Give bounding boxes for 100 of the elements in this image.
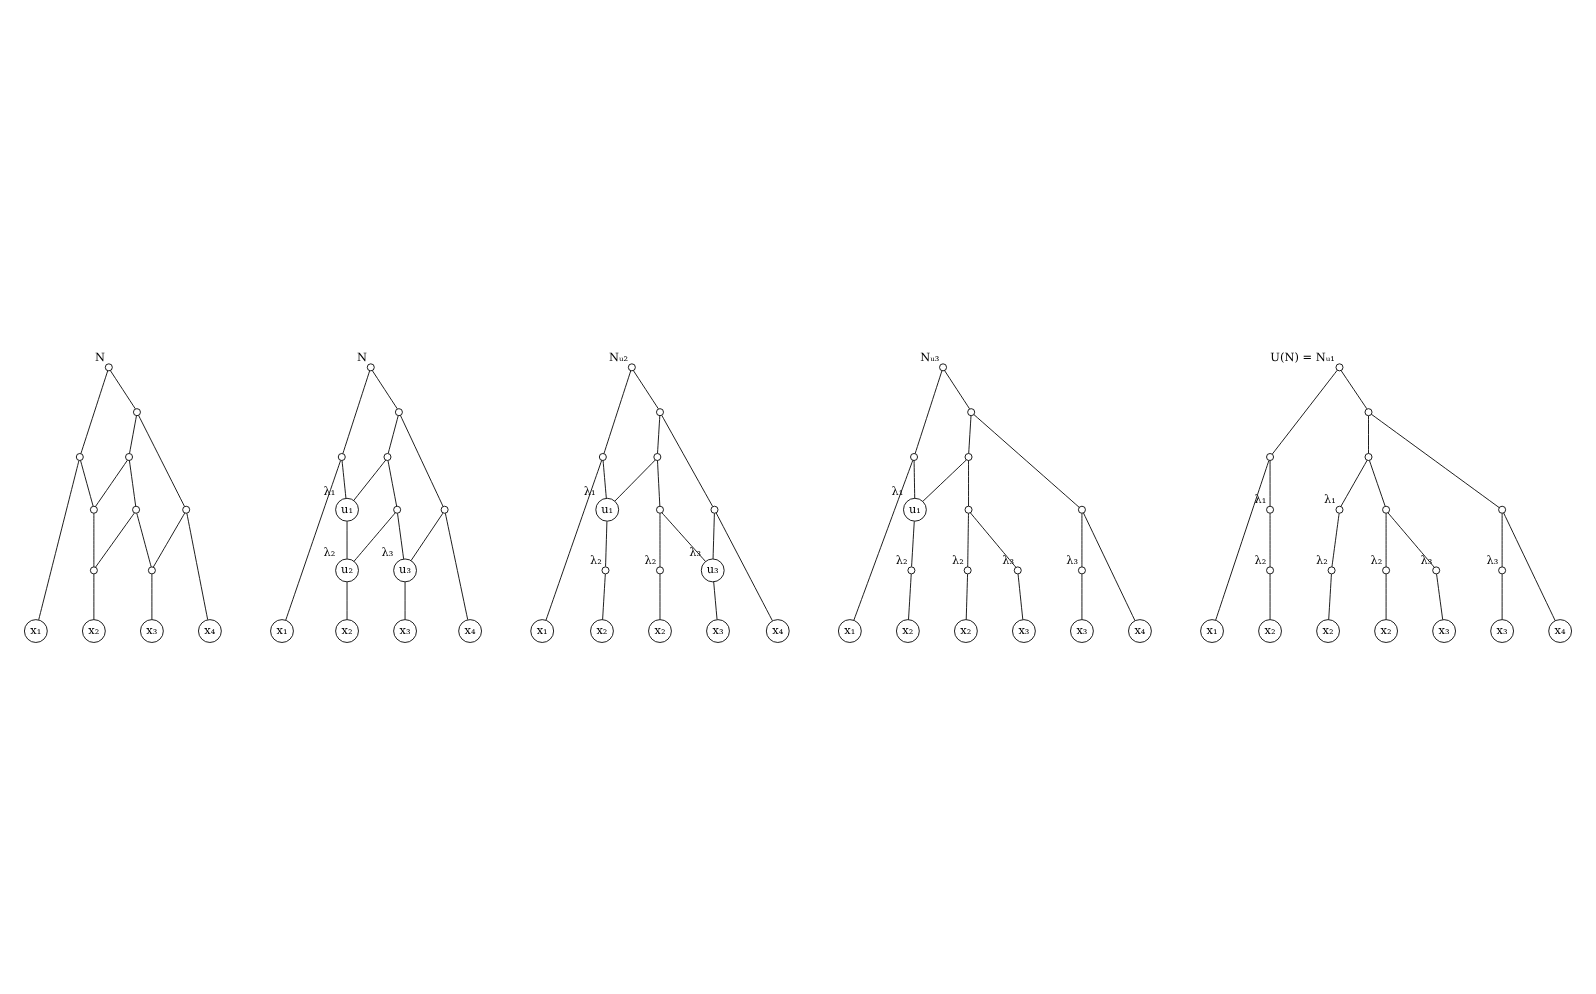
connector: [346, 581, 348, 620]
node-circle: [366, 363, 375, 372]
node-circle: [1078, 566, 1086, 575]
connector: [661, 414, 714, 507]
connector: [1501, 573, 1503, 620]
connector: [1083, 512, 1136, 622]
connector: [1328, 573, 1332, 620]
connector: [342, 370, 371, 455]
node-circle: [1382, 566, 1391, 575]
connector: [1385, 573, 1387, 620]
node-circle: [89, 566, 98, 575]
node-circle: [393, 505, 402, 514]
node-circle: [656, 408, 664, 417]
connector: [95, 459, 128, 507]
connector: [908, 573, 912, 620]
node-circle: [1498, 505, 1507, 514]
node-circle: [939, 363, 947, 372]
node-circle: [394, 408, 403, 417]
connector: [1369, 460, 1386, 507]
connector: [136, 513, 152, 568]
node-circle: [1266, 505, 1274, 514]
node-circle: [1364, 408, 1373, 417]
connector: [80, 370, 109, 455]
connector: [404, 581, 406, 620]
connector: [1269, 460, 1271, 507]
connector: [1331, 513, 1340, 568]
connector: [341, 460, 347, 499]
connector: [657, 460, 661, 507]
connector: [602, 573, 606, 620]
connector: [1272, 369, 1338, 455]
connector: [1269, 573, 1271, 620]
connector: [400, 414, 444, 507]
connector: [968, 415, 972, 454]
connector: [712, 513, 715, 560]
node-circle: [133, 408, 141, 417]
connector: [38, 460, 80, 621]
connector: [1081, 513, 1083, 568]
node-circle: [964, 505, 973, 514]
connector: [713, 581, 718, 620]
connector: [1269, 513, 1271, 568]
node-circle: [147, 566, 156, 575]
node-circle: [1078, 505, 1086, 514]
connector: [410, 512, 444, 561]
node-circle: [75, 453, 84, 461]
node-circle: [1382, 505, 1391, 514]
node-circle: [182, 505, 191, 514]
node-circle: [337, 453, 346, 461]
node-circle: [1364, 453, 1373, 461]
connector: [968, 460, 969, 507]
connector: [95, 512, 135, 568]
node-circle: [1013, 566, 1022, 575]
connector: [1503, 512, 1556, 622]
connector: [715, 512, 773, 622]
node-circle: [440, 505, 449, 514]
connector: [969, 512, 1017, 568]
connector: [93, 513, 95, 568]
connector: [1387, 512, 1435, 568]
connector: [387, 460, 398, 507]
node-circle: [1335, 363, 1344, 372]
node-circle: [598, 453, 607, 461]
connector: [151, 573, 153, 620]
node-circle: [967, 408, 976, 417]
connector: [967, 513, 969, 568]
connector: [109, 370, 136, 410]
connector: [913, 460, 916, 499]
node-circle: [963, 566, 972, 575]
connector: [129, 460, 137, 507]
connector: [444, 512, 469, 621]
connector: [657, 415, 661, 454]
node-circle: [383, 453, 392, 461]
node-circle: [601, 566, 610, 575]
node-circle: [1432, 566, 1441, 575]
node-circle: [907, 566, 916, 575]
connector: [353, 512, 396, 562]
connector: [1436, 573, 1444, 620]
connector: [152, 512, 186, 568]
connector: [1340, 370, 1368, 410]
node-circle: [656, 505, 664, 514]
connector: [80, 460, 94, 507]
connector: [965, 573, 968, 620]
node-circle: [1335, 505, 1344, 514]
connector: [93, 573, 95, 620]
connector: [397, 513, 405, 560]
node-circle: [125, 453, 133, 461]
connector: [1017, 573, 1024, 620]
connector: [1215, 460, 1270, 621]
connector: [914, 370, 943, 455]
node-circle: [964, 453, 973, 461]
connector: [353, 459, 387, 501]
node-circle: [910, 453, 918, 461]
connector: [603, 370, 632, 455]
node-circle: [653, 453, 662, 461]
connector: [1340, 459, 1368, 507]
node-circle: [710, 505, 719, 514]
connector: [602, 460, 607, 499]
connector: [371, 370, 398, 410]
connector: [1501, 513, 1503, 568]
connector: [129, 415, 137, 454]
node-circle: [89, 505, 98, 514]
connector: [138, 414, 185, 507]
